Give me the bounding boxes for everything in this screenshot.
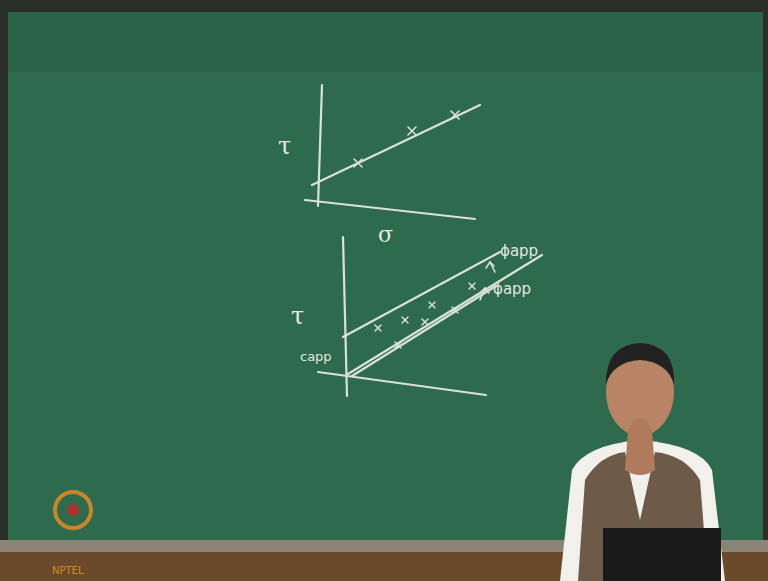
data-cross bbox=[451, 111, 459, 119]
data-cross bbox=[402, 317, 408, 323]
data-cross bbox=[422, 319, 428, 325]
data-cross bbox=[422, 319, 428, 325]
angle-label: ϕapp bbox=[500, 244, 538, 259]
data-cross bbox=[452, 307, 458, 313]
failure-envelope bbox=[348, 255, 542, 374]
sigma-axis bbox=[305, 200, 475, 219]
axis-label: τ bbox=[291, 304, 304, 328]
data-cross bbox=[452, 307, 458, 313]
lecturer-hands bbox=[625, 418, 655, 476]
board-shade bbox=[8, 12, 763, 72]
lecturer-hair bbox=[606, 343, 674, 385]
data-cross bbox=[469, 283, 475, 289]
angle-arrow bbox=[481, 288, 489, 293]
data-cross bbox=[395, 342, 401, 348]
data-cross bbox=[408, 127, 416, 135]
data-cross bbox=[395, 342, 401, 348]
data-cross bbox=[354, 159, 362, 167]
angle-label: ϕapp bbox=[493, 282, 531, 297]
logo-wheel bbox=[55, 492, 91, 528]
angle-arrow bbox=[486, 262, 494, 268]
failure-envelope bbox=[352, 286, 496, 376]
failure-envelope bbox=[312, 105, 480, 185]
data-cross bbox=[375, 325, 381, 331]
tau-axis bbox=[318, 85, 322, 206]
laptop bbox=[603, 528, 721, 581]
logo-text: NPTEL bbox=[52, 566, 84, 576]
data-cross bbox=[469, 283, 475, 289]
axis-label: σ bbox=[378, 224, 393, 246]
logo-hub bbox=[67, 504, 79, 516]
sigma-axis bbox=[318, 372, 486, 395]
data-cross bbox=[354, 159, 362, 167]
tau-axis bbox=[343, 237, 347, 396]
data-cross bbox=[375, 325, 381, 331]
data-cross bbox=[408, 127, 416, 135]
data-cross bbox=[402, 317, 408, 323]
data-cross bbox=[451, 111, 459, 119]
intercept-label: capp bbox=[300, 350, 332, 363]
data-cross bbox=[429, 302, 435, 308]
data-cross bbox=[429, 302, 435, 308]
axis-label: τ bbox=[278, 134, 291, 158]
chalkboard bbox=[8, 12, 763, 542]
